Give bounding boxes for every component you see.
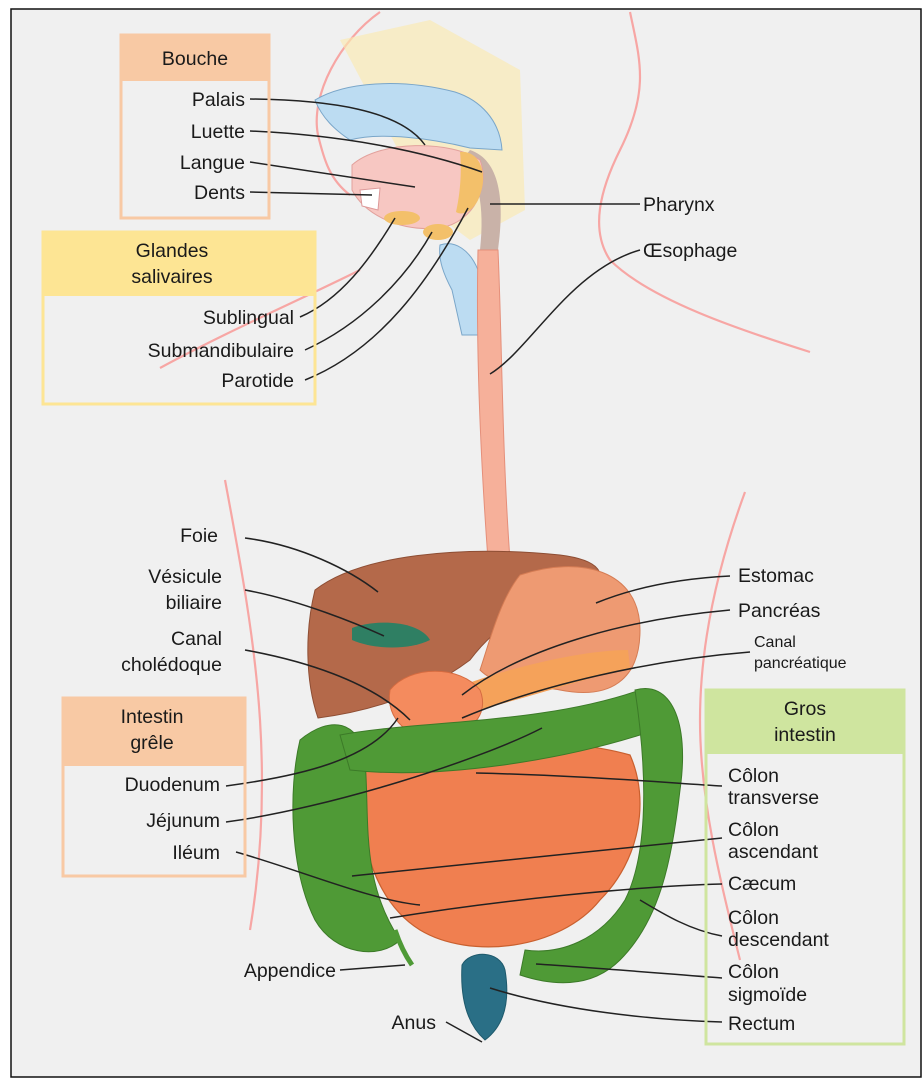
label-luette: Luette [191, 121, 245, 143]
group-title-glandes-1: Glandes [136, 240, 209, 262]
label-colon-descendant-2: descendant [728, 929, 829, 951]
group-title-glandes-2: salivaires [131, 266, 213, 288]
label-duodenum: Duodenum [125, 774, 220, 796]
group-title-intestin-2: grêle [130, 732, 173, 754]
group-title-gros-2: intestin [774, 724, 836, 746]
label-appendice: Appendice [244, 960, 336, 982]
label-colon-ascendant-1: Côlon [728, 819, 779, 841]
label-vesicule-1: Vésicule [148, 566, 222, 588]
label-pancreas: Pancréas [738, 600, 821, 622]
label-submandibulaire: Submandibulaire [148, 340, 294, 362]
label-oesophage: Œsophage [643, 240, 737, 262]
label-anus: Anus [392, 1012, 437, 1034]
label-palais: Palais [192, 89, 245, 111]
label-foie: Foie [180, 525, 218, 547]
label-colon-transverse-1: Côlon [728, 765, 779, 787]
sublingual-gland [384, 211, 420, 225]
label-langue: Langue [180, 152, 245, 174]
label-colon-sigmoide-1: Côlon [728, 961, 779, 983]
label-rectum: Rectum [728, 1013, 795, 1035]
label-pharynx: Pharynx [643, 194, 715, 216]
label-colon-sigmoide-2: sigmoïde [728, 984, 807, 1006]
label-parotide: Parotide [221, 370, 294, 392]
group-title-intestin-1: Intestin [121, 706, 184, 728]
submandibular-gland [423, 224, 453, 240]
label-sublingual: Sublingual [203, 307, 294, 329]
label-colon-descendant-1: Côlon [728, 907, 779, 929]
label-ileum: Iléum [172, 842, 220, 864]
label-canal-choledoque-2: cholédoque [121, 654, 222, 676]
label-dents: Dents [194, 182, 245, 204]
group-title-bouche: Bouche [162, 48, 228, 70]
label-caecum: Cæcum [728, 873, 796, 895]
group-title-gros-1: Gros [784, 698, 827, 720]
label-estomac: Estomac [738, 565, 814, 587]
label-jejunum: Jéjunum [146, 810, 220, 832]
label-colon-transverse-2: transverse [728, 787, 819, 809]
label-vesicule-2: biliaire [166, 592, 222, 614]
label-canal-pancreatique-1: Canal [754, 634, 796, 651]
teeth [360, 188, 380, 210]
label-canal-pancreatique-2: pancréatique [754, 655, 847, 672]
label-colon-ascendant-2: ascendant [728, 841, 819, 863]
label-canal-choledoque-1: Canal [171, 628, 222, 650]
